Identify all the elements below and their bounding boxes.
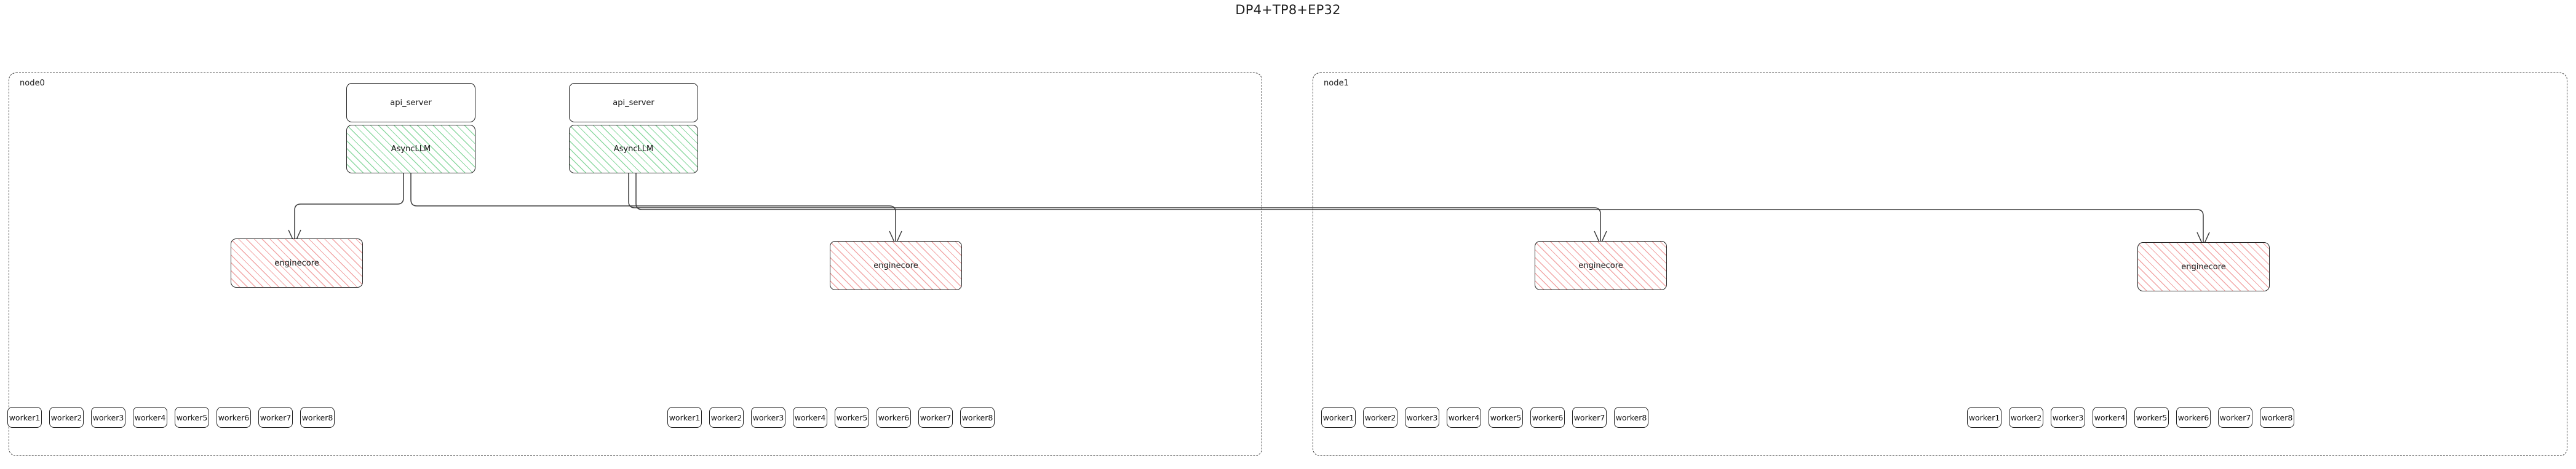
worker-box[interactable]: worker4 (1447, 407, 1481, 428)
worker-label: worker4 (1448, 412, 1480, 422)
worker-label: worker8 (301, 412, 333, 422)
worker-box[interactable]: worker6 (2176, 407, 2211, 428)
node-container-node0: node0 (9, 73, 1262, 456)
worker-label: worker5 (1490, 412, 1522, 422)
worker-label: worker3 (2052, 412, 2084, 422)
worker-label: worker7 (1573, 412, 1605, 422)
node-label-node1: node1 (1324, 79, 1349, 88)
api-server-box[interactable]: api_server (569, 83, 698, 122)
enginecore-box[interactable]: enginecore (1535, 241, 1667, 290)
worker-label: worker2 (50, 412, 82, 422)
worker-box[interactable]: worker1 (667, 407, 702, 428)
worker-label: worker6 (218, 412, 250, 422)
worker-box[interactable]: worker6 (217, 407, 251, 428)
asyncllm-box[interactable]: AsyncLLM (346, 125, 475, 173)
worker-label: worker5 (836, 412, 868, 422)
worker-label: worker5 (2136, 412, 2168, 422)
worker-label: worker4 (2094, 412, 2126, 422)
worker-box[interactable]: worker3 (1405, 407, 1439, 428)
worker-label: worker3 (752, 412, 784, 422)
asyncllm-box[interactable]: AsyncLLM (569, 125, 698, 173)
worker-box[interactable]: worker4 (133, 407, 167, 428)
worker-box[interactable]: worker7 (258, 407, 293, 428)
worker-box[interactable]: worker8 (1614, 407, 1648, 428)
worker-box[interactable]: worker7 (2218, 407, 2252, 428)
worker-box[interactable]: worker1 (1321, 407, 1356, 428)
enginecore-box[interactable]: enginecore (830, 241, 962, 290)
worker-label: worker8 (1615, 412, 1647, 422)
worker-label: worker2 (1364, 412, 1396, 422)
worker-label: worker3 (92, 412, 124, 422)
worker-box[interactable]: worker5 (835, 407, 869, 428)
worker-label: worker7 (920, 412, 952, 422)
worker-label: worker1 (1968, 412, 2000, 422)
enginecore-label: enginecore (2181, 262, 2226, 272)
worker-box[interactable]: worker5 (175, 407, 209, 428)
worker-label: worker1 (9, 412, 41, 422)
worker-label: worker7 (260, 412, 292, 422)
worker-box[interactable]: worker8 (960, 407, 995, 428)
node-label-node0: node0 (20, 79, 45, 88)
worker-box[interactable]: worker4 (793, 407, 827, 428)
asyncllm-label: AsyncLLM (391, 144, 431, 154)
worker-box[interactable]: worker6 (877, 407, 911, 428)
worker-label: worker8 (961, 412, 993, 422)
worker-label: worker5 (176, 412, 208, 422)
worker-box[interactable]: worker5 (1489, 407, 1523, 428)
worker-label: worker7 (2219, 412, 2251, 422)
worker-box[interactable]: worker3 (751, 407, 785, 428)
node-container-node1: node1 (1313, 73, 2567, 456)
worker-label: worker1 (669, 412, 701, 422)
worker-box[interactable]: worker6 (1530, 407, 1565, 428)
worker-box[interactable]: worker1 (7, 407, 42, 428)
worker-label: worker4 (134, 412, 166, 422)
worker-label: worker3 (1406, 412, 1438, 422)
enginecore-label: enginecore (274, 258, 319, 268)
worker-box[interactable]: worker2 (49, 407, 84, 428)
worker-label: worker2 (710, 412, 742, 422)
worker-box[interactable]: worker2 (709, 407, 744, 428)
api-server-label: api_server (613, 98, 654, 108)
worker-box[interactable]: worker8 (300, 407, 335, 428)
worker-label: worker6 (2177, 412, 2209, 422)
worker-label: worker6 (878, 412, 910, 422)
worker-box[interactable]: worker7 (1572, 407, 1607, 428)
worker-box[interactable]: worker7 (918, 407, 953, 428)
enginecore-box[interactable]: enginecore (2137, 242, 2270, 291)
page-title: DP4+TP8+EP32 (1235, 2, 1341, 17)
worker-box[interactable]: worker1 (1967, 407, 2002, 428)
enginecore-label: enginecore (1578, 261, 1623, 270)
worker-box[interactable]: worker8 (2260, 407, 2294, 428)
worker-label: worker8 (2261, 412, 2293, 422)
worker-box[interactable]: worker2 (2009, 407, 2043, 428)
worker-box[interactable]: worker3 (91, 407, 125, 428)
worker-label: worker1 (1322, 412, 1354, 422)
enginecore-box[interactable]: enginecore (231, 238, 363, 288)
worker-box[interactable]: worker4 (2093, 407, 2127, 428)
worker-label: worker6 (1532, 412, 1564, 422)
api-server-label: api_server (390, 98, 432, 108)
worker-label: worker2 (2010, 412, 2042, 422)
worker-label: worker4 (794, 412, 826, 422)
api-server-box[interactable]: api_server (346, 83, 475, 122)
worker-box[interactable]: worker3 (2051, 407, 2085, 428)
enginecore-label: enginecore (873, 261, 918, 270)
asyncllm-label: AsyncLLM (613, 144, 654, 154)
worker-box[interactable]: worker2 (1363, 407, 1397, 428)
worker-box[interactable]: worker5 (2134, 407, 2169, 428)
